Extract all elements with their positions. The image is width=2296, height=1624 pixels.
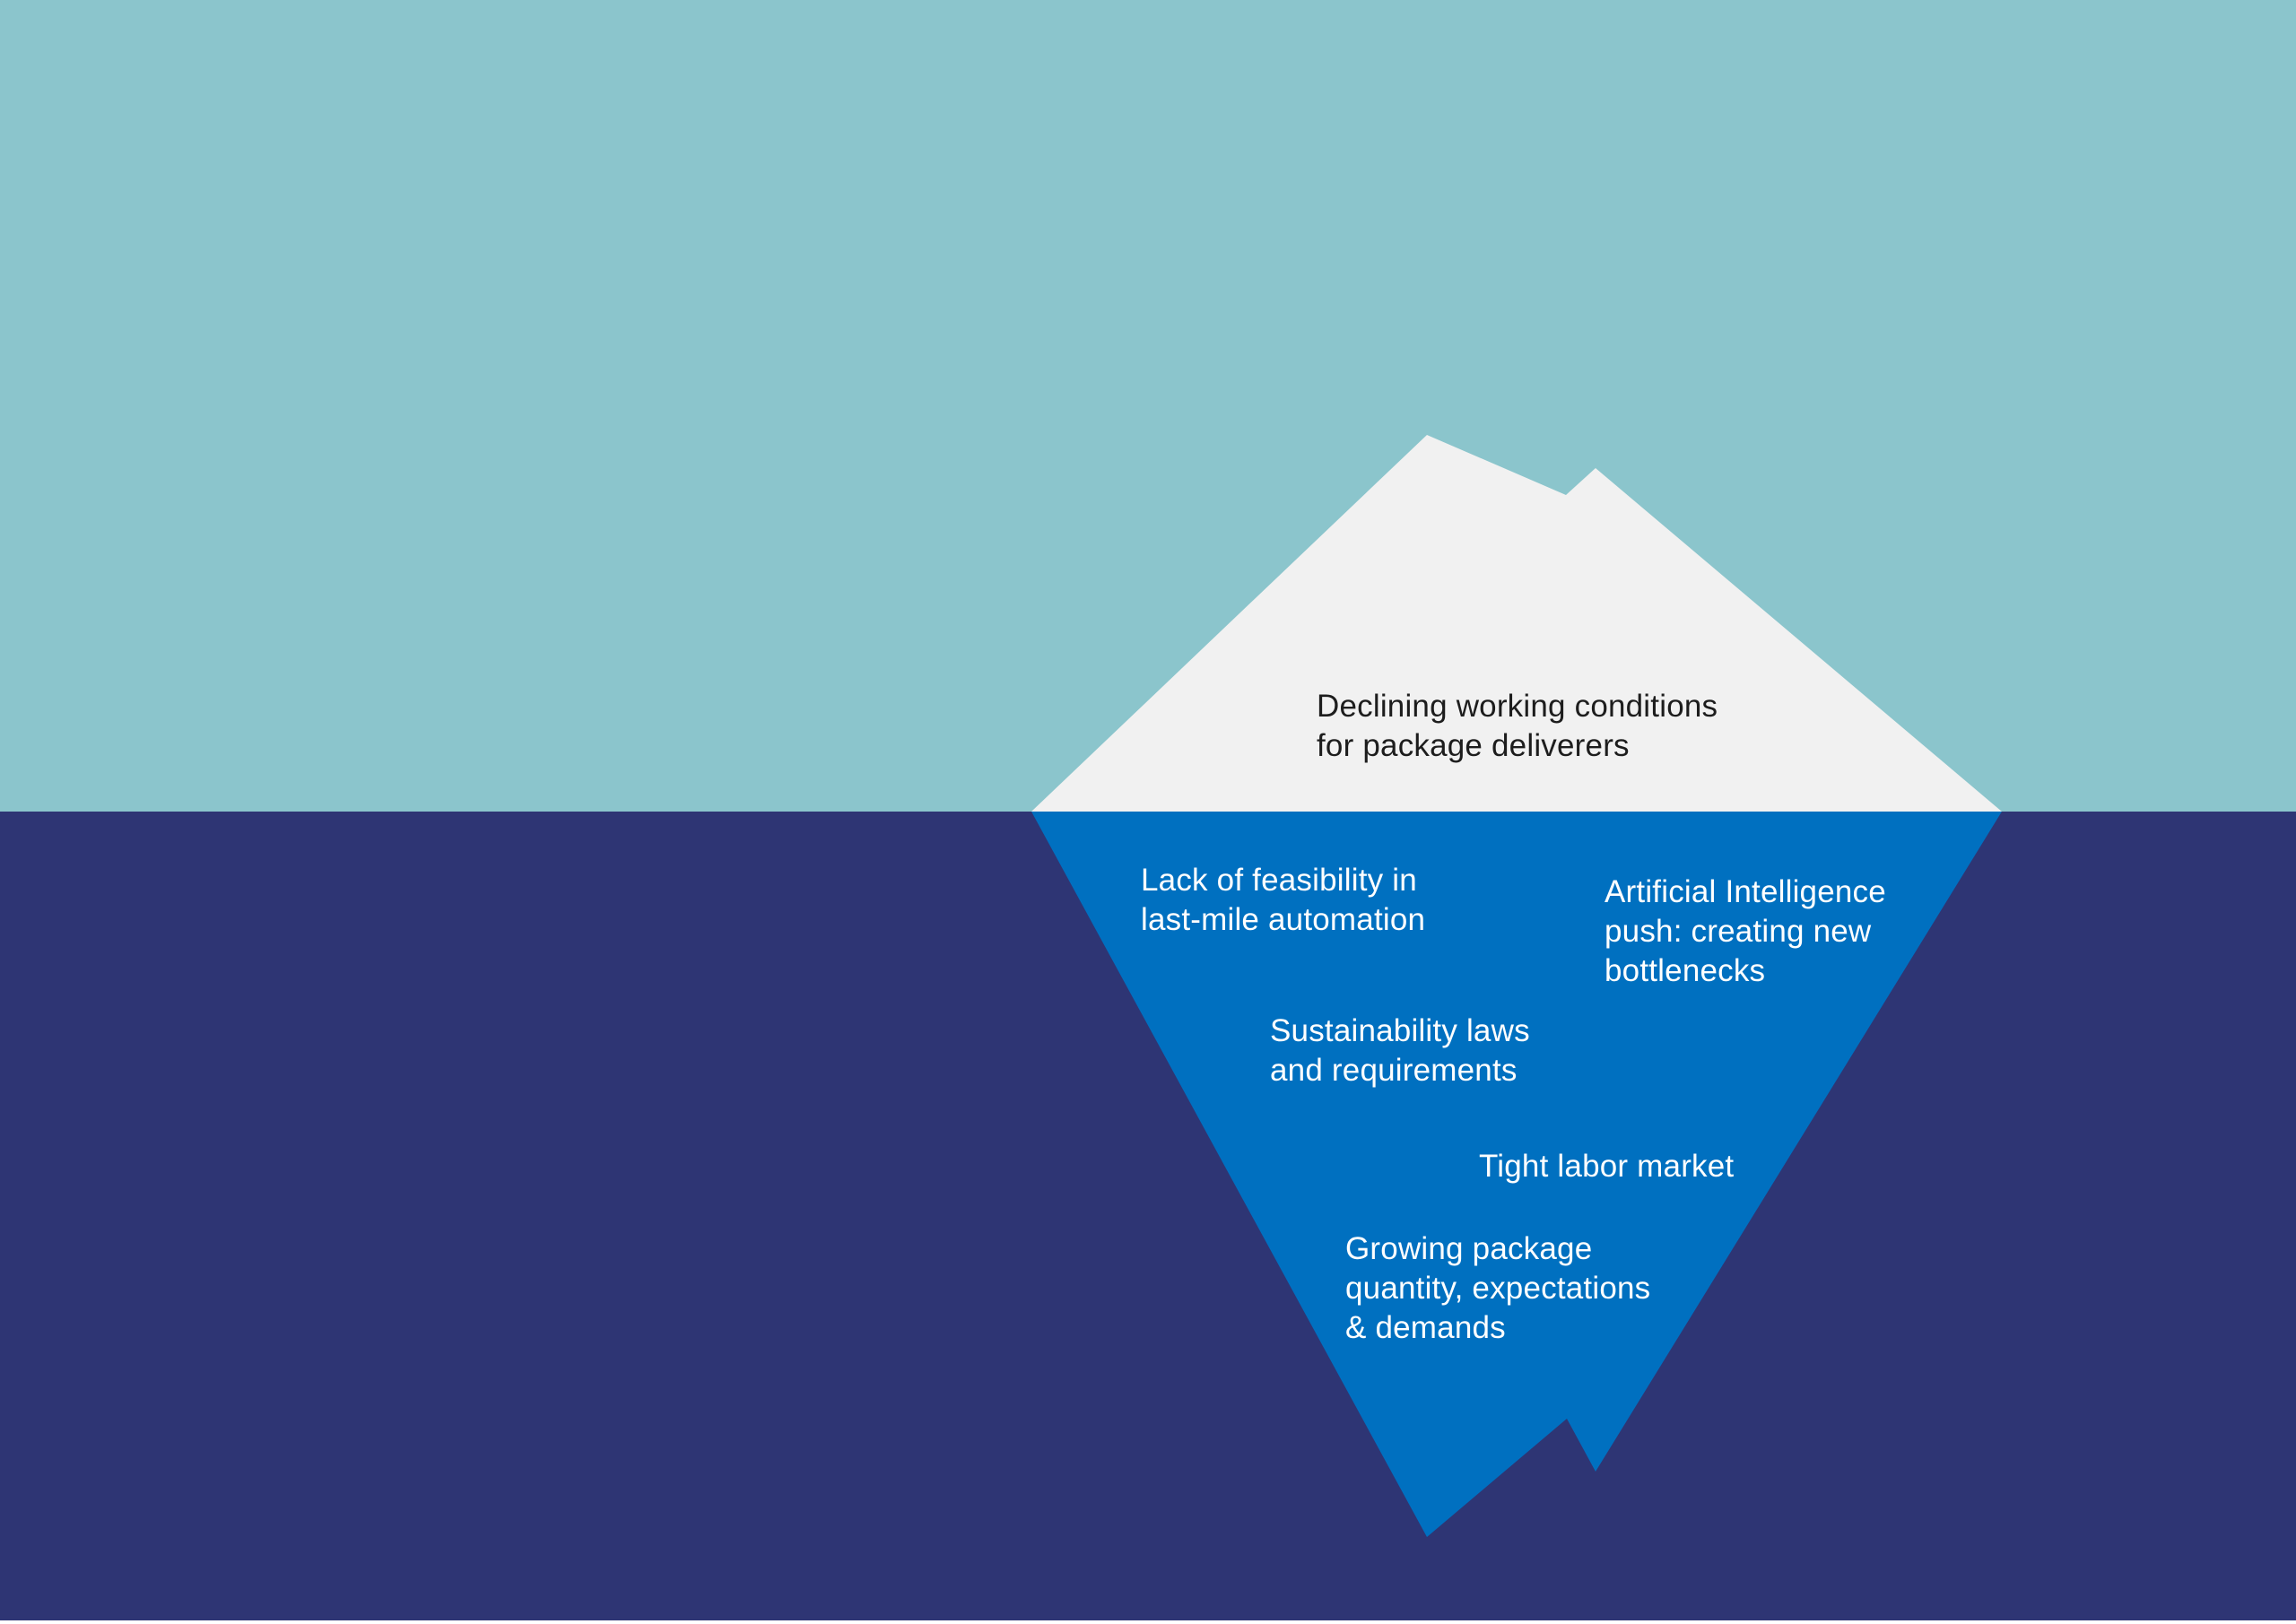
tip-label-line: for package deliverers: [1317, 728, 1630, 763]
automation-label: Lack of feasibility in last-mile automat…: [1141, 861, 1425, 940]
packages-label-line: Growing package: [1345, 1231, 1593, 1266]
packages-label-line: & demands: [1345, 1310, 1506, 1345]
automation-label-line: Lack of feasibility in: [1141, 863, 1417, 898]
sustainability-label-line: and requirements: [1270, 1053, 1518, 1088]
labor-label-line: Tight labor market: [1479, 1149, 1735, 1184]
ai-label: Artificial Intelligence push: creating n…: [1605, 873, 1886, 991]
tip-label-line: Declining working conditions: [1317, 689, 1718, 724]
ai-label-line: Artificial Intelligence: [1605, 874, 1886, 909]
labor-label: Tight labor market: [1479, 1147, 1734, 1186]
ai-label-line: bottlenecks: [1605, 953, 1766, 988]
packages-label: Growing package quantity, expectations &…: [1345, 1229, 1650, 1348]
iceberg-tip: [1031, 435, 2002, 812]
ai-label-line: push: creating new: [1605, 914, 1872, 949]
bottom-border: [0, 1620, 2296, 1624]
tip-label: Declining working conditions for package…: [1317, 687, 1718, 766]
automation-label-line: last-mile automation: [1141, 902, 1426, 937]
sustainability-label-line: Sustainability laws: [1270, 1013, 1530, 1048]
sustainability-label: Sustainability laws and requirements: [1270, 1012, 1530, 1090]
sky-background: [0, 0, 2296, 812]
packages-label-line: quantity, expectations: [1345, 1271, 1651, 1306]
iceberg-underwater: [1031, 812, 2002, 1537]
